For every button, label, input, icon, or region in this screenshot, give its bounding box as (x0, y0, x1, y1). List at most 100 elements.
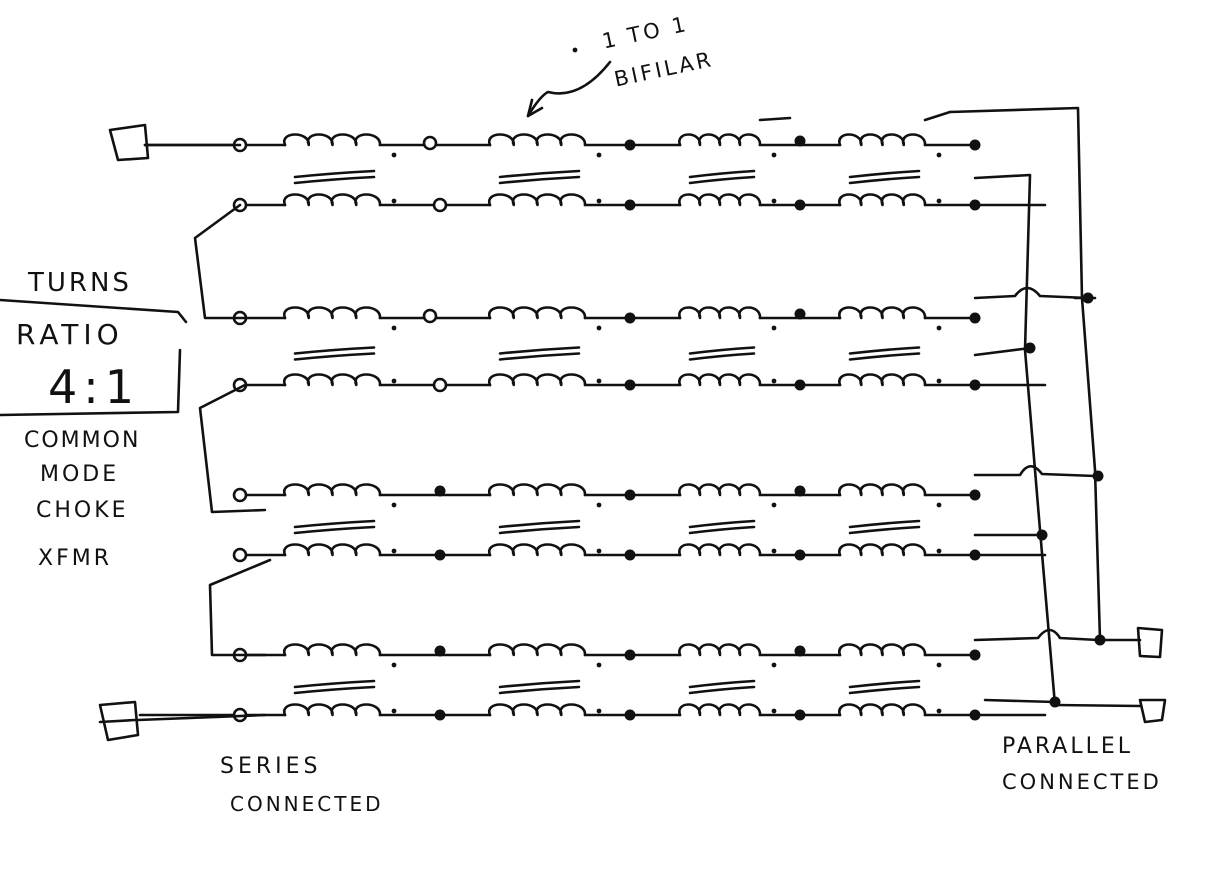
phase-dot (771, 502, 777, 508)
parallel-out-terminal (1138, 698, 1167, 724)
coil (283, 193, 382, 207)
wire (973, 346, 1032, 357)
core-line (848, 519, 921, 529)
core-line (848, 352, 921, 361)
core-line (498, 679, 581, 689)
open-terminal (232, 547, 248, 563)
phase-dot (771, 152, 777, 158)
coil (678, 373, 762, 387)
wire (136, 713, 267, 722)
phase-dot (936, 708, 942, 714)
phase-dot (936, 662, 942, 668)
junction-dot (969, 312, 981, 324)
coil (488, 703, 587, 717)
coil (283, 703, 382, 717)
core-line (293, 352, 376, 361)
junction-dot (794, 379, 806, 391)
core-line (688, 175, 756, 185)
xfmr-label: XFMR (38, 546, 112, 571)
core-line (293, 679, 376, 689)
phase-dot (936, 198, 942, 204)
junction-dot (1082, 292, 1094, 304)
label-frame (0, 298, 188, 324)
core-line (688, 685, 756, 695)
coil (678, 483, 762, 497)
coil (488, 643, 587, 657)
core-line (498, 346, 581, 355)
phase-dot (936, 152, 942, 158)
turns-label: TURNS (28, 268, 132, 298)
coil (838, 483, 927, 497)
junction-dot (1036, 529, 1048, 541)
junction-dot (969, 549, 981, 561)
junction-dot (624, 489, 636, 501)
phase-dot (391, 708, 397, 714)
coil (838, 306, 927, 320)
open-terminal (432, 377, 448, 393)
wire (1053, 703, 1142, 708)
core-line (848, 679, 921, 689)
phase-dot (771, 662, 777, 668)
phase-dot (391, 662, 397, 668)
coil (488, 133, 587, 147)
junction-dot (1092, 470, 1104, 482)
phase-dot (936, 378, 942, 384)
core-line (498, 525, 581, 535)
coil (678, 306, 762, 320)
phase-dot (596, 708, 602, 714)
core-line (498, 352, 581, 361)
core-line (848, 169, 921, 179)
junction-dot (794, 199, 806, 211)
coil (838, 643, 927, 657)
core-line (293, 346, 376, 355)
junction-dot (434, 485, 446, 497)
core-line (293, 525, 376, 535)
phase-dot (771, 708, 777, 714)
open-terminal (432, 197, 448, 213)
coil (488, 373, 587, 387)
coil (678, 643, 762, 657)
phase-dot (596, 662, 602, 668)
coil (838, 373, 927, 387)
junction-dot (434, 549, 446, 561)
wire (923, 110, 952, 122)
junction-dot (969, 139, 981, 151)
phase-dot (391, 378, 397, 384)
parallel-connected-label: CONNECTED (1002, 770, 1162, 794)
parallel-bus (948, 106, 1102, 642)
phase-dot (936, 325, 942, 331)
coil (283, 643, 382, 657)
junction-dot (794, 549, 806, 561)
phase-dot (596, 502, 602, 508)
core-line (688, 519, 756, 529)
core-line (498, 175, 581, 185)
phase-dot (572, 47, 578, 53)
parallel-bus (973, 173, 1057, 707)
junction-dot (969, 379, 981, 391)
phase-dot (771, 198, 777, 204)
coil (488, 306, 587, 320)
junction-dot (624, 549, 636, 561)
junction-dot (794, 645, 806, 657)
coil (678, 703, 762, 717)
crossover-wire (973, 286, 1090, 300)
core-line (293, 519, 376, 529)
core-line (688, 346, 756, 355)
output-terminal-box (98, 700, 140, 742)
junction-dot (624, 139, 636, 151)
phase-dot (771, 548, 777, 554)
coil (283, 373, 382, 387)
core-line (293, 169, 376, 179)
coil (283, 306, 382, 320)
label-frame (0, 348, 182, 417)
series-jumper (208, 558, 272, 657)
core-line (498, 519, 581, 529)
phase-dot (596, 378, 602, 384)
coil (678, 543, 762, 557)
series-jumper (198, 383, 267, 514)
junction-dot (624, 312, 636, 324)
junction-dot (794, 709, 806, 721)
phase-dot (391, 198, 397, 204)
series-connected-label: CONNECTED (230, 792, 384, 816)
